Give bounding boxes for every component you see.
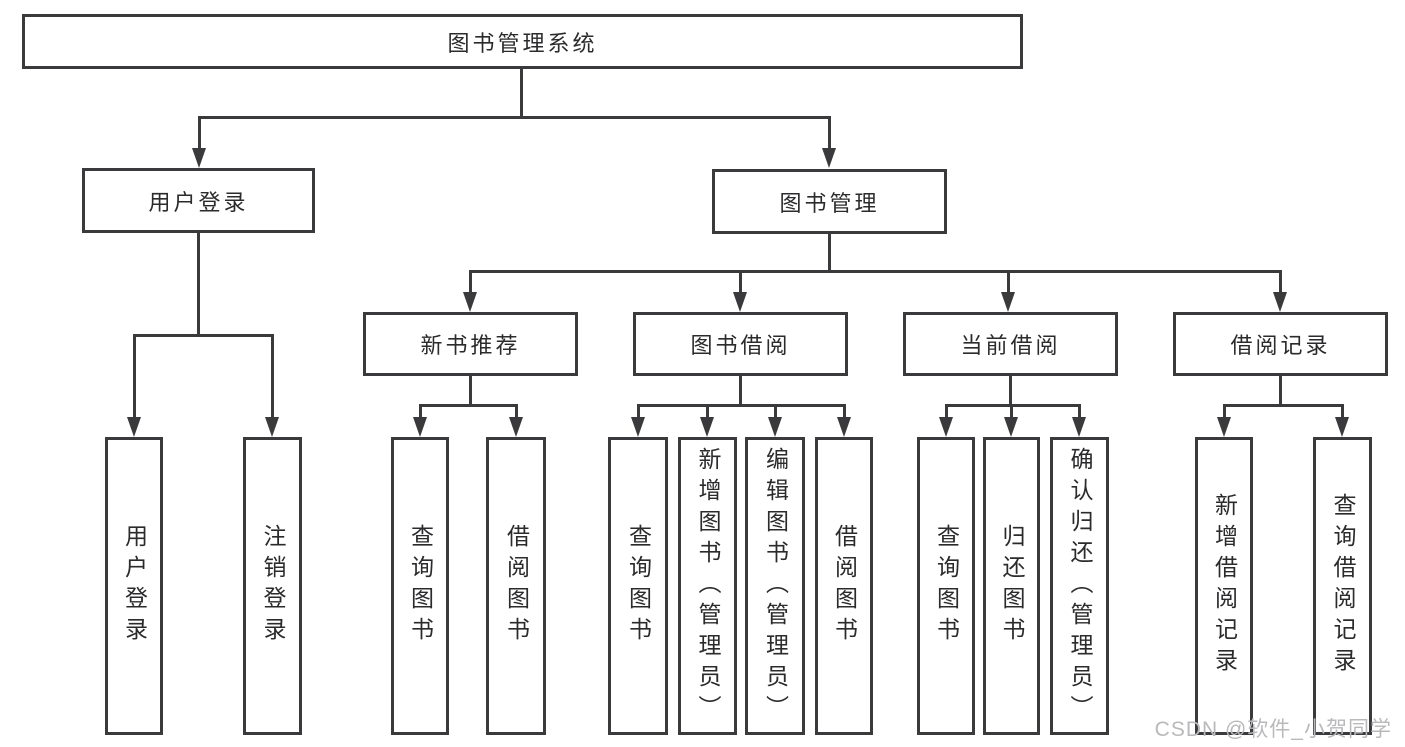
leaf-user-login: 用户登录 bbox=[105, 437, 163, 735]
csdn-watermark: CSDN @软件_小贺同学 bbox=[1154, 718, 1392, 741]
arrow-leaf bbox=[700, 417, 714, 437]
leaf-query-books-recommend: 查询图书 bbox=[391, 437, 449, 735]
connector-root-rail bbox=[198, 116, 831, 119]
arrow-to-borrow-records bbox=[1273, 292, 1287, 312]
leaf-label: 查询图书 bbox=[933, 524, 960, 648]
arrow-leaf bbox=[768, 417, 782, 437]
connector-leaf bbox=[843, 406, 846, 422]
connector-new-book-stem bbox=[469, 376, 472, 407]
leaf-label: 用户登录 bbox=[121, 524, 148, 648]
leaf-query-books-current: 查询图书 bbox=[917, 437, 975, 735]
connector-user-login-rail bbox=[133, 334, 274, 337]
connector-leaf bbox=[706, 406, 709, 422]
arrow-leaf bbox=[413, 417, 427, 437]
arrow-to-book-borrow bbox=[733, 292, 747, 312]
connector-leaf bbox=[419, 406, 422, 422]
arrow-leaf bbox=[1072, 417, 1086, 437]
arrow-to-user-login bbox=[192, 148, 206, 168]
leaf-label: 借阅图书 bbox=[503, 524, 530, 648]
node-new-book-recommend: 新书推荐 bbox=[363, 312, 578, 376]
connector-new-book-rail bbox=[419, 404, 518, 407]
connector-book-mgmt-stem bbox=[828, 234, 831, 273]
leaf-logout: 注销登录 bbox=[243, 437, 302, 735]
connector-leaf bbox=[774, 406, 777, 422]
node-label: 图书借阅 bbox=[690, 333, 791, 358]
node-book-borrow: 图书借阅 bbox=[633, 312, 848, 376]
node-label: 当前借阅 bbox=[960, 333, 1061, 358]
connector-to-logout-leaf bbox=[271, 336, 274, 421]
leaf-query-borrow-record: 查询借阅记录 bbox=[1313, 437, 1372, 735]
leaf-label: 借阅图书 bbox=[831, 524, 858, 648]
connector-current-borrow-stem bbox=[1009, 376, 1012, 407]
node-current-borrow: 当前借阅 bbox=[903, 312, 1118, 376]
connector-to-login-leaf bbox=[133, 336, 136, 421]
connector-to-borrow-records bbox=[1279, 272, 1282, 295]
leaf-edit-book-admin: 编辑图书（管理员） bbox=[745, 437, 805, 735]
connector-to-book-management bbox=[828, 117, 831, 150]
connector-user-login-stem bbox=[197, 233, 200, 337]
connector-leaf bbox=[1223, 406, 1226, 422]
node-user-login: 用户登录 bbox=[82, 168, 315, 233]
arrow-to-logout-leaf bbox=[265, 417, 279, 437]
connector-book-mgmt-rail bbox=[469, 270, 1282, 273]
leaf-label: 查询图书 bbox=[625, 524, 652, 648]
leaf-label: 归还图书 bbox=[999, 524, 1025, 648]
leaf-label: 编辑图书（管理员） bbox=[762, 446, 789, 726]
leaf-label: 确认归还（管理员） bbox=[1067, 446, 1093, 726]
connector-to-new-book bbox=[469, 272, 472, 295]
connector-to-book-borrow bbox=[739, 272, 742, 295]
connector-leaf bbox=[1341, 406, 1344, 422]
node-label: 用户登录 bbox=[148, 189, 249, 215]
connector-leaf bbox=[515, 406, 518, 422]
connector-root-stem bbox=[520, 69, 523, 117]
connector-leaf bbox=[945, 406, 948, 422]
connector-leaf bbox=[637, 406, 640, 422]
arrow-to-login-leaf bbox=[127, 417, 141, 437]
connector-book-borrow-stem bbox=[739, 376, 742, 407]
arrow-leaf bbox=[509, 417, 523, 437]
leaf-confirm-return-admin: 确认归还（管理员） bbox=[1050, 437, 1109, 735]
node-library-management-system: 图书管理系统 bbox=[22, 14, 1023, 69]
leaf-label: 查询图书 bbox=[407, 524, 434, 648]
leaf-label: 注销登录 bbox=[260, 524, 286, 648]
leaf-query-books-borrow: 查询图书 bbox=[608, 437, 668, 735]
leaf-label: 新增借阅记录 bbox=[1211, 493, 1238, 679]
connector-borrow-records-stem bbox=[1279, 376, 1282, 407]
connector-to-current-borrow bbox=[1007, 272, 1010, 295]
leaf-add-borrow-record: 新增借阅记录 bbox=[1195, 437, 1253, 735]
connector-borrow-records-rail bbox=[1223, 404, 1344, 407]
arrow-leaf bbox=[1335, 417, 1349, 437]
leaf-borrow-books: 借阅图书 bbox=[815, 437, 873, 735]
arrow-leaf bbox=[631, 417, 645, 437]
arrow-to-current-borrow bbox=[1001, 292, 1015, 312]
connector-leaf bbox=[1078, 406, 1081, 422]
connector-to-user-login bbox=[198, 117, 201, 150]
connector-leaf bbox=[1010, 406, 1013, 422]
arrow-leaf bbox=[1217, 417, 1231, 437]
node-book-management: 图书管理 bbox=[712, 169, 947, 234]
leaf-add-book-admin: 新增图书（管理员） bbox=[678, 437, 737, 735]
leaf-label: 新增图书（管理员） bbox=[695, 446, 721, 726]
arrow-to-new-book bbox=[463, 292, 477, 312]
leaf-label: 查询借阅记录 bbox=[1330, 493, 1356, 679]
arrow-leaf bbox=[837, 417, 851, 437]
node-label: 借阅记录 bbox=[1230, 333, 1331, 358]
node-borrow-records: 借阅记录 bbox=[1173, 312, 1388, 376]
node-label: 图书管理 bbox=[779, 190, 880, 216]
node-label: 新书推荐 bbox=[420, 333, 521, 358]
node-label: 图书管理系统 bbox=[447, 30, 598, 56]
connector-book-borrow-rail bbox=[637, 404, 846, 407]
arrow-leaf bbox=[939, 417, 953, 437]
connector-current-borrow-rail bbox=[945, 404, 1081, 407]
arrow-to-book-management bbox=[822, 148, 836, 168]
leaf-return-books: 归还图书 bbox=[983, 437, 1040, 735]
leaf-borrow-books-recommend: 借阅图书 bbox=[486, 437, 546, 735]
arrow-leaf bbox=[1004, 417, 1018, 437]
